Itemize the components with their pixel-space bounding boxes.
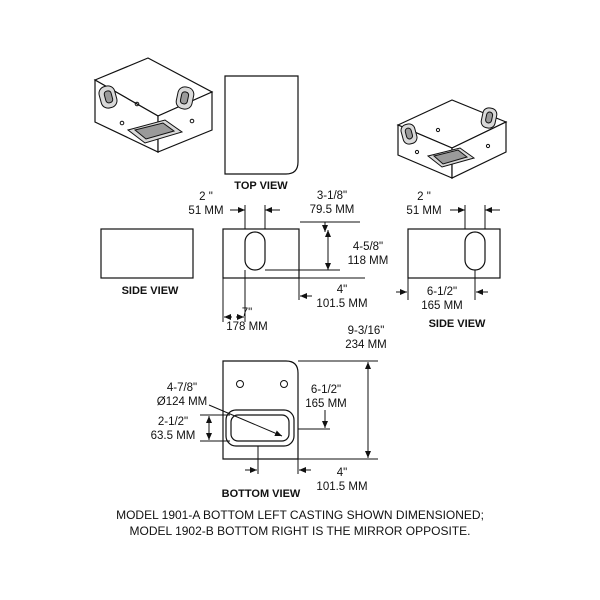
dim-bottom-depth-metric: 101.5 MM [316,481,367,493]
side-view-right: 2 " 51 MM 6-1/2" 165 MM SIDE VIEW [396,191,501,330]
bottom-view: 4-7/8" Ø124 MM 2-1/2" 63.5 MM 6-1/2" 165… [151,325,387,500]
side-view-left: SIDE VIEW [100,228,194,297]
dim-bottom-slot-metric: 63.5 MM [151,430,196,442]
dim-front-hole-x-metric: 51 MM [188,205,223,217]
model-note-line-1: MODEL 1901-A BOTTOM LEFT CASTING SHOWN D… [116,508,484,522]
model-note-line-2: MODEL 1902-B BOTTOM RIGHT IS THE MIRROR … [130,524,471,538]
isometric-casting-right [396,99,508,179]
dim-front-depth-imperial: 4" [337,284,347,296]
dim-bottom-depth-imperial: 4" [337,467,347,479]
dim-front-hole-offset-imperial: 3-1/8" [317,190,347,202]
top-view: TOP VIEW [224,75,299,192]
dim-right-width-imperial: 6-1/2" [427,286,457,298]
bottom-view-title: BOTTOM VIEW [222,488,301,500]
dim-right-hole-x-imperial: 2 " [417,191,431,203]
side-view-left-title: SIDE VIEW [122,285,179,297]
dim-right-hole-x-metric: 51 MM [406,205,441,217]
dim-front-depth-metric: 101.5 MM [316,298,367,310]
dim-front-width-metric: 178 MM [226,321,268,333]
model-note: MODEL 1901-A BOTTOM LEFT CASTING SHOWN D… [116,508,484,538]
side-view-right-title: SIDE VIEW [429,318,486,330]
isometric-casting-left [93,57,214,153]
dim-right-width-metric: 165 MM [421,300,463,312]
dim-bottom-offset-imperial: 6-1/2" [311,384,341,396]
front-view: 2 " 51 MM 3-1/8" 79.5 MM 4-5/8" 118 MM 4… [188,190,388,333]
dim-front-hole-x-imperial: 2 " [199,191,213,203]
dim-bottom-diameter-metric: Ø124 MM [157,396,208,408]
dim-front-hole-offset-metric: 79.5 MM [310,204,355,216]
top-view-title: TOP VIEW [234,180,288,192]
dim-bottom-length-imperial: 9-3/16" [348,325,385,337]
dim-front-width-imperial: 7" [242,307,252,319]
dim-front-height-metric: 118 MM [348,255,389,267]
dim-bottom-slot-imperial: 2-1/2" [158,416,188,428]
dim-bottom-diameter-imperial: 4-7/8" [167,382,197,394]
dim-bottom-offset-metric: 165 MM [305,398,347,410]
dim-front-height-imperial: 4-5/8" [353,241,383,253]
dim-bottom-length-metric: 234 MM [345,339,387,351]
